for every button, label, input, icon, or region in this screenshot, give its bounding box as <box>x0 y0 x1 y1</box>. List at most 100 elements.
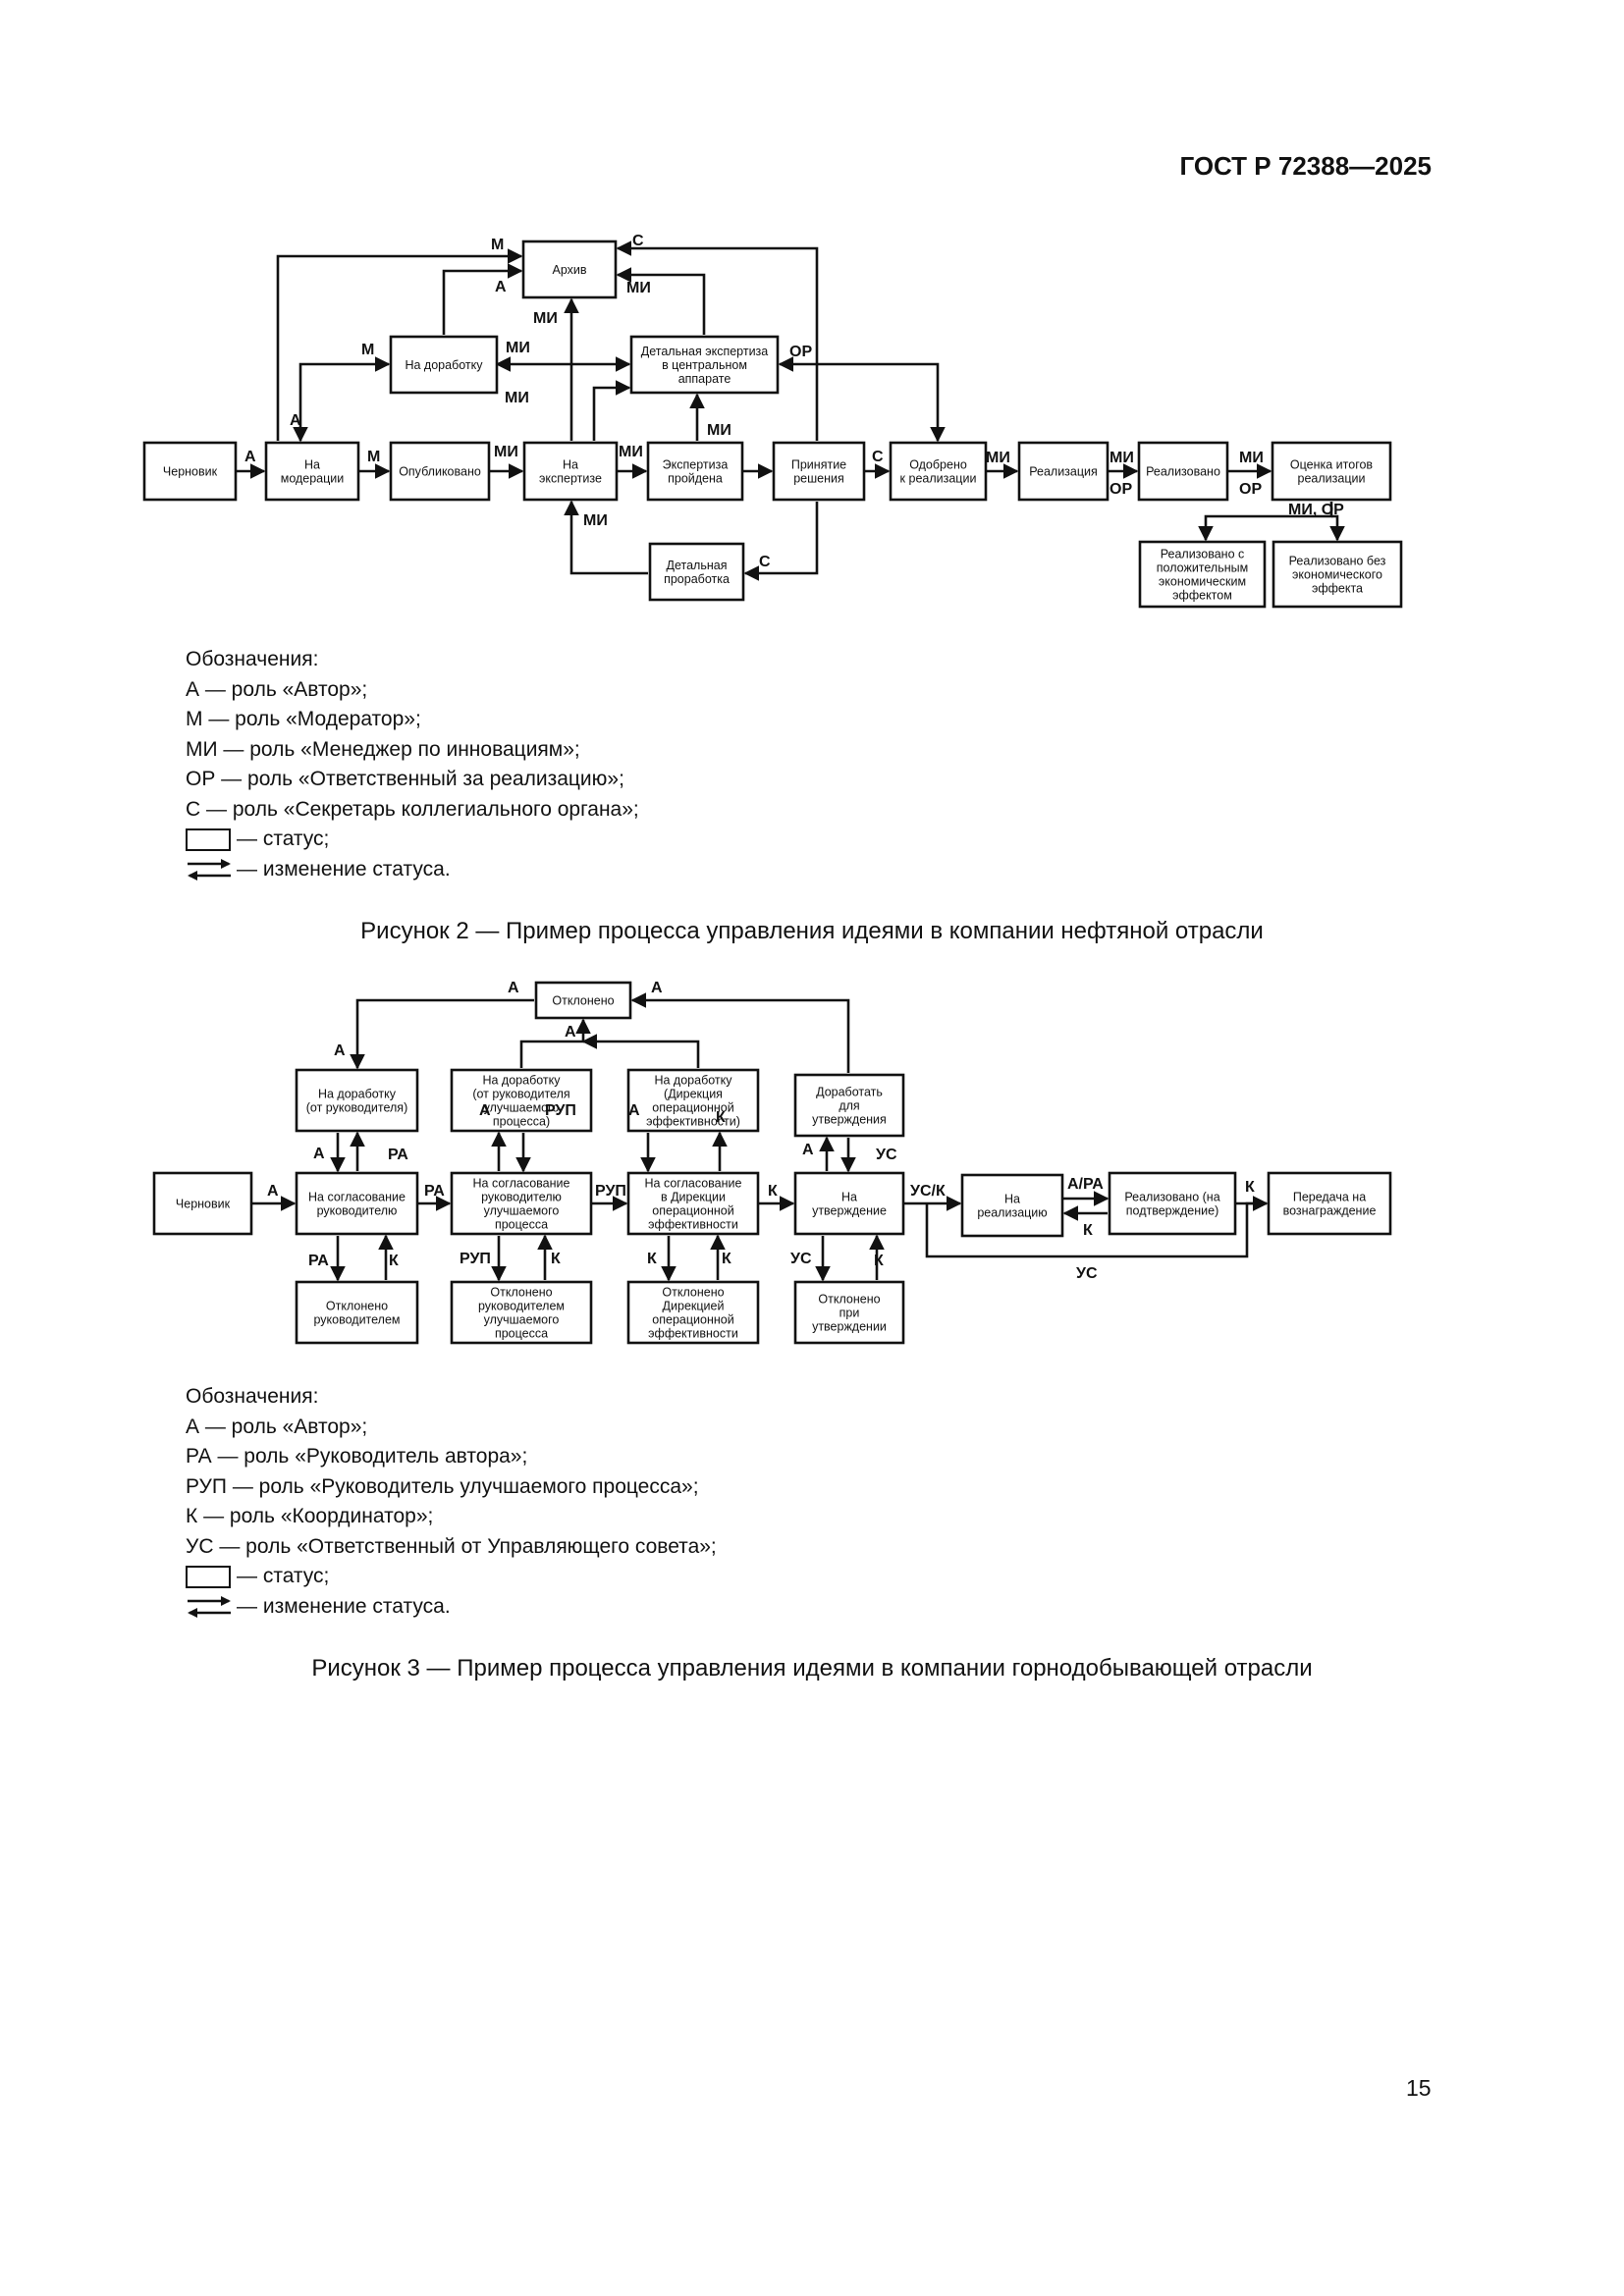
role-label: МИ <box>494 444 518 460</box>
status-box-icon <box>186 828 231 851</box>
status-box-text: На доработку <box>654 1074 732 1088</box>
status-box-text: в Дирекции <box>661 1191 726 1204</box>
role-label: РУП <box>595 1183 626 1200</box>
status-box-text: модерации <box>281 472 345 486</box>
status-box-dor-dir: На доработку(Дирекцияоперационнойэффекти… <box>626 1068 760 1133</box>
role-label: МИ <box>505 390 529 406</box>
legend-item: УС — роль «Ответственный от Управляющего… <box>186 1534 717 1558</box>
role-label: РА <box>388 1147 408 1163</box>
status-box-text: На согласование <box>308 1191 406 1204</box>
status-box-text: На доработку <box>405 358 483 372</box>
status-box-text: На <box>563 458 578 472</box>
status-box-text: аппарате <box>678 372 731 386</box>
status-box-text: вознаграждение <box>1283 1204 1377 1218</box>
legend-title: Обозначения: <box>186 1385 319 1408</box>
legend-status: — статус; <box>237 828 330 850</box>
status-box-otk-rup: Отклоненоруководителемулучшаемогопроцесс… <box>450 1280 593 1345</box>
role-label: МИ <box>583 512 608 529</box>
role-label: К <box>768 1183 778 1200</box>
legend-item: А — роль «Автор»; <box>186 677 368 701</box>
status-box-text: Детальная <box>667 559 728 572</box>
legend-change: — изменение статуса. <box>237 1594 451 1618</box>
status-box-otk-dir: ОтклоненоДирекциейоперационнойэффективно… <box>626 1280 760 1345</box>
status-box-text: Отклонено <box>490 1286 552 1300</box>
role-label: МИ <box>506 340 530 356</box>
role-label: А/РА <box>1067 1176 1104 1193</box>
status-box-text: процесса <box>495 1327 548 1341</box>
status-box-text: На <box>304 458 320 472</box>
status-box-text: На согласование <box>645 1177 742 1191</box>
legend-item: РА — роль «Руководитель автора»; <box>186 1445 528 1468</box>
status-box-text: проработка <box>664 572 730 586</box>
status-transition-arrow <box>630 992 850 1073</box>
status-box-text: Черновик <box>176 1198 231 1211</box>
status-transition-arrow <box>564 500 648 575</box>
status-box-text: Экспертиза <box>663 458 729 472</box>
status-box-chernovik: Черновик <box>152 1171 253 1236</box>
status-box-text: утверждение <box>812 1204 887 1218</box>
role-label: МИ <box>619 444 643 460</box>
status-box-text: экономическим <box>1159 575 1246 589</box>
status-change-arrows-icon <box>188 1595 231 1618</box>
role-label: МИ <box>1110 450 1134 466</box>
role-label: А <box>290 412 301 429</box>
status-transition-arrow <box>293 356 391 443</box>
role-label: ОР <box>1239 481 1262 498</box>
status-transition-arrow <box>778 356 946 443</box>
status-box-icon <box>186 1565 231 1588</box>
status-box-text: Реализовано <box>1146 465 1220 479</box>
status-box-text: эффекта <box>1312 582 1363 596</box>
status-box-text: (Дирекция <box>664 1088 723 1101</box>
status-box-text: Реализация <box>1029 465 1098 479</box>
role-label: А <box>651 980 663 996</box>
role-label: М <box>367 449 380 465</box>
role-label: МИ <box>626 280 651 296</box>
legend-item: РУП — роль «Руководитель улучшаемого про… <box>186 1474 699 1498</box>
role-label: К <box>716 1109 726 1126</box>
status-box-text: Архив <box>552 263 586 277</box>
status-box-soglas-rup: На согласованиеруководителюулучшаемогопр… <box>450 1171 593 1236</box>
role-label: С <box>759 554 771 570</box>
status-box-text: Реализовано (на <box>1124 1191 1219 1204</box>
role-label: С <box>872 449 884 465</box>
status-box-text: операционной <box>652 1101 733 1115</box>
status-box-text: решения <box>793 472 844 486</box>
legend-item: ОР — роль «Ответственный за реализацию»; <box>186 768 624 790</box>
role-label: К <box>1245 1179 1255 1196</box>
role-label: А <box>802 1142 814 1158</box>
status-box-text: улучшаемого <box>484 1313 560 1327</box>
status-box-arhiv: Архив <box>521 240 618 299</box>
status-box-text: руководителем <box>478 1300 565 1313</box>
status-box-text: операционной <box>652 1313 733 1327</box>
role-label: МИ <box>533 310 558 327</box>
status-box-text: эффективности) <box>646 1115 740 1129</box>
status-box-dor-ruk: На доработку(от руководителя) <box>295 1068 419 1133</box>
role-label: УС <box>790 1251 812 1267</box>
status-box-text: Доработать <box>816 1086 883 1099</box>
status-box-text: процесса) <box>493 1115 550 1129</box>
status-box-realizovano: Реализовано <box>1137 441 1229 502</box>
status-box-text: утверждении <box>812 1320 887 1334</box>
role-label: ОР <box>0 0 23 4</box>
role-label: К <box>722 1251 731 1267</box>
status-box-text: пройдена <box>668 472 723 486</box>
status-box-text: к реализации <box>900 472 977 486</box>
status-transition-arrow <box>616 267 706 335</box>
status-box-text: Передача на <box>1293 1191 1366 1204</box>
status-box-dor-rup: На доработку(от руководителяулучшаемогоп… <box>450 1068 593 1133</box>
legend-item: А — роль «Автор»; <box>186 1415 368 1438</box>
status-box-realizaciya: Реализация <box>1017 441 1110 502</box>
role-label: М <box>491 237 504 253</box>
